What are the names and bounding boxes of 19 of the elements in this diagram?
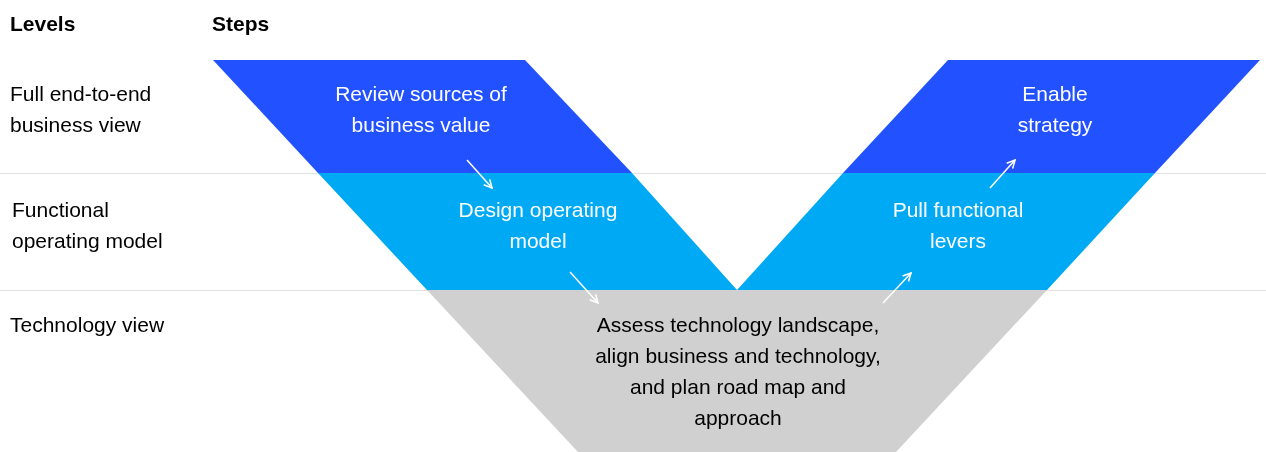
level-label: Technology view xyxy=(10,312,166,338)
trapezoid-step xyxy=(318,173,737,290)
step-text: Assess technology landscape, align business and technology, and plan road map and approach xyxy=(594,312,882,431)
arrow xyxy=(989,159,1016,189)
step-text: Pull functional levers xyxy=(891,197,1025,254)
step-text: Review sources of business value xyxy=(334,81,508,138)
level-label: Functional operating model xyxy=(12,197,164,254)
arrow xyxy=(466,159,493,189)
trapezoid-step xyxy=(213,60,632,173)
arrow xyxy=(569,271,599,304)
level-label: Full end-to-end business view xyxy=(10,81,153,138)
trapezoid-step xyxy=(843,60,1260,173)
column-heading: Levels xyxy=(10,11,77,37)
step-text: Enable strategy xyxy=(1016,81,1094,138)
step-text: Design operating model xyxy=(457,197,619,254)
trapezoid-step xyxy=(737,173,1155,290)
trapezoid-step xyxy=(427,290,1047,452)
arrow xyxy=(882,272,912,304)
column-heading: Steps xyxy=(212,11,271,37)
